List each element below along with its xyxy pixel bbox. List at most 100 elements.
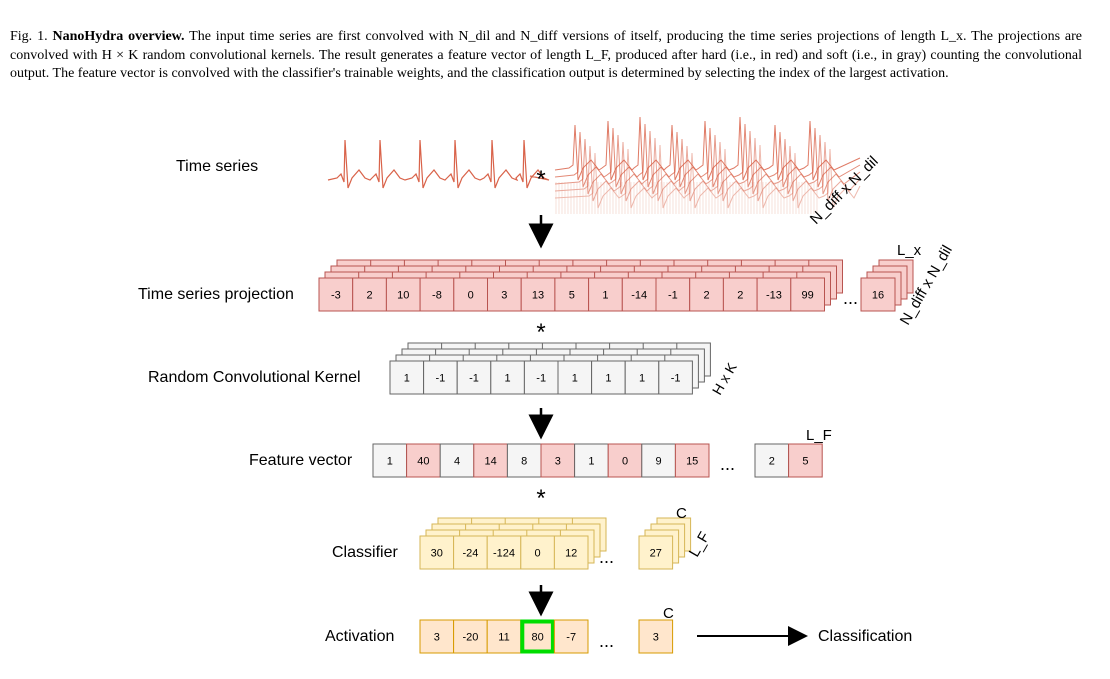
cell-value: 1 xyxy=(602,290,608,302)
cell-box xyxy=(860,277,896,312)
cell-value: 2 xyxy=(703,290,709,302)
cell-box xyxy=(588,277,623,312)
cell-value: 80 xyxy=(531,632,543,644)
conv-symbol-1: * xyxy=(536,166,545,193)
projection-trace xyxy=(554,123,861,188)
cell-value: 1 xyxy=(605,373,611,385)
cell-value: 3 xyxy=(653,632,659,644)
projection-cell: -3 xyxy=(318,277,354,312)
cell-value: -1 xyxy=(536,373,546,385)
cell-value: 16 xyxy=(872,290,884,302)
cell-box xyxy=(638,535,674,570)
activation-cell: 80 xyxy=(520,619,555,654)
cell-value: 5 xyxy=(569,290,575,302)
label-kernel: Random Convolutional Kernel xyxy=(148,369,361,386)
activation-cell: -20 xyxy=(453,619,488,654)
caption-title: NanoHydra overview. xyxy=(52,29,185,44)
fig-label: Fig. 1. xyxy=(10,29,48,44)
cell-box xyxy=(553,619,589,654)
feature-cell: 4 xyxy=(439,443,475,478)
cell-value: 0 xyxy=(468,290,474,302)
classifier-cell: -124 xyxy=(486,535,522,570)
figure-caption: Fig. 1. NanoHydra overview. The input ti… xyxy=(10,28,1082,84)
max-activation-highlight xyxy=(520,619,555,654)
kernel-cell: -1 xyxy=(658,360,693,395)
label-classification: Classification xyxy=(818,628,913,645)
cell-value: 0 xyxy=(622,456,628,468)
cell-value: -24 xyxy=(462,548,478,560)
cell-box xyxy=(419,535,455,570)
c-label-classifier: C xyxy=(676,505,687,522)
projection-last: 16 xyxy=(860,277,896,312)
ndiff-ndil-label-top: N_diff x N_dil xyxy=(807,153,882,228)
cell-box xyxy=(486,535,522,570)
cell-box xyxy=(621,277,657,312)
cell-box xyxy=(624,360,660,395)
cell-box xyxy=(638,619,674,654)
projection-cell: -13 xyxy=(756,277,792,312)
cell-box xyxy=(554,277,590,312)
activation-cell: 11 xyxy=(486,619,522,654)
cell-value: -1 xyxy=(469,373,479,385)
cell-value: 1 xyxy=(387,456,393,468)
conv-symbol-3: * xyxy=(536,485,545,512)
label-activation: Activation xyxy=(325,628,395,645)
cell-value: -124 xyxy=(493,548,515,560)
cell-box xyxy=(756,277,792,312)
feature-tail-cell: 2 xyxy=(754,443,790,478)
cell-value: 1 xyxy=(572,373,578,385)
projection-cell: 5 xyxy=(554,277,590,312)
cell-box xyxy=(506,443,542,478)
feature-cell: 1 xyxy=(574,443,609,478)
cell-value: -1 xyxy=(436,373,446,385)
cell-box xyxy=(574,443,609,478)
feature-cell: 40 xyxy=(406,443,441,478)
projection-cell: 2 xyxy=(689,277,724,312)
projection-trace xyxy=(554,144,861,209)
cell-box xyxy=(674,443,710,478)
cell-value: -8 xyxy=(432,290,442,302)
cell-box xyxy=(754,443,790,478)
ellipsis-projection: ... xyxy=(843,288,858,308)
caption-text: The input time series are first convolve… xyxy=(10,29,1083,81)
cell-box xyxy=(352,277,387,312)
cell-value: 0 xyxy=(535,548,541,560)
projection-cell: 13 xyxy=(520,277,556,312)
cell-box xyxy=(385,277,421,312)
kernel-cell: -1 xyxy=(456,360,492,395)
time-series-projections-signal xyxy=(554,116,861,214)
activation-last-cell: 3 xyxy=(638,619,674,654)
lf-label-feature: L_F xyxy=(806,427,832,444)
cell-box xyxy=(540,443,576,478)
cell-value: 1 xyxy=(404,373,410,385)
cell-box xyxy=(790,277,825,312)
cell-value: -14 xyxy=(631,290,647,302)
feature-cell: 0 xyxy=(607,443,643,478)
cell-value: 15 xyxy=(686,456,698,468)
time-series-signal xyxy=(327,139,550,189)
cell-value: 2 xyxy=(769,456,775,468)
cell-box xyxy=(520,277,556,312)
cell-value: 8 xyxy=(521,456,527,468)
label-classifier: Classifier xyxy=(332,544,398,561)
cell-value: 30 xyxy=(431,548,443,560)
ellipsis-activation: ... xyxy=(599,631,614,651)
projection-cell: 1 xyxy=(588,277,623,312)
cell-box xyxy=(439,443,475,478)
activation-last: 3 xyxy=(638,619,674,654)
cell-value: -7 xyxy=(566,632,576,644)
kernel-cell: 1 xyxy=(557,360,593,395)
signal-trace xyxy=(327,139,550,189)
cell-value: 2 xyxy=(737,290,743,302)
kernel-cell: 1 xyxy=(389,360,425,395)
ellipsis-feature: ... xyxy=(720,454,735,474)
lx-label: L_x xyxy=(897,242,922,259)
classifier-last: 27 xyxy=(638,535,674,570)
cell-box xyxy=(372,443,408,478)
cell-value: 11 xyxy=(498,632,509,644)
cell-box xyxy=(318,277,354,312)
